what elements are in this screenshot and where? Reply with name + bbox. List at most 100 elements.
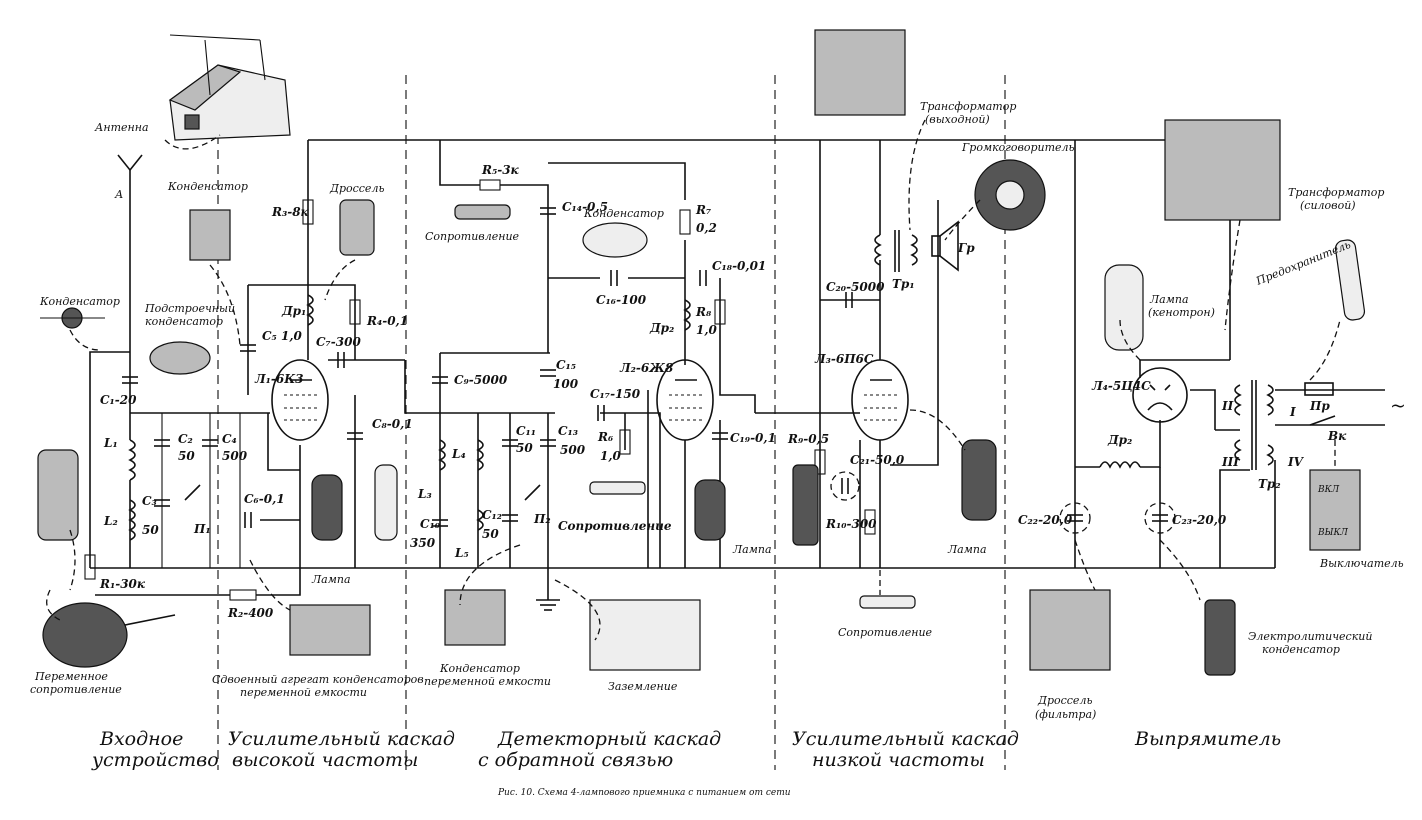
section-rf-2: высокой частоты [232, 749, 418, 771]
label-C14: C₁₄-0,5 [562, 200, 608, 214]
electrolytic-picture-2 [1204, 599, 1236, 676]
label-R5: R₅-3к [481, 163, 520, 177]
tube-V3 [851, 359, 909, 441]
label-R10: R₁₀-300 [825, 517, 877, 531]
label-C22: C₂₂-20,0 [1018, 513, 1073, 527]
tube-picture-2 [694, 479, 726, 541]
section-detector-1: Детекторный каскад [497, 728, 721, 750]
section-detector-2: с обратной связью [478, 749, 673, 771]
label-speaker: Громкоговоритель [961, 141, 1075, 154]
coil-picture [37, 449, 79, 541]
filter-choke-picture [1029, 589, 1111, 671]
tube-picture-1 [311, 474, 343, 541]
label-C16: C₁₆-100 [596, 293, 647, 307]
label-C4: C₄ [222, 432, 237, 446]
section-input-1: Входное [99, 728, 183, 750]
label-C15-value: 100 [553, 377, 579, 391]
label-C4-value: 500 [222, 449, 248, 463]
var-cap-picture [444, 589, 506, 646]
label-capacitor-3: Конденсатор [583, 207, 664, 220]
out-transformer-picture [814, 29, 906, 116]
label-trimmer-2: конденсатор [145, 315, 223, 328]
choke-Dr2-filter [1099, 461, 1141, 469]
label-winding-I: I [1289, 405, 1296, 419]
label-winding-IV: IV [1287, 455, 1305, 469]
label-P1: П₁ [193, 522, 211, 536]
capacitor-disc-picture [582, 222, 648, 258]
label-ac-mains: ~ [1390, 395, 1406, 417]
label-C3: C₃ [142, 494, 157, 508]
component-labels: C₁-20 C₂ 50 C₃ 50 C₄ 500 L₁ L₂ П₁ R₁-30к… [99, 163, 1406, 620]
label-C10: C₁₀ [420, 517, 441, 531]
var-resistor-picture [42, 602, 128, 668]
resistor-picture-1 [454, 204, 511, 220]
tube-V4 [1132, 367, 1188, 423]
section-titles: Входное устройство Усилительный каскад в… [91, 728, 1281, 771]
label-R8: R₈ [695, 305, 712, 319]
figure-caption: Рис. 10. Схема 4-лампового приемника с п… [497, 788, 791, 798]
electrolytic-picture-1 [792, 464, 819, 546]
kenotron-picture [1104, 264, 1144, 351]
section-rectifier: Выпрямитель [1134, 728, 1281, 750]
label-lamp-2: Лампа [732, 543, 772, 556]
switch-symbol [1309, 415, 1336, 426]
label-var-resistor-2: сопротивление [30, 683, 122, 696]
resistor-picture-2 [589, 481, 646, 495]
label-lamp-1: Лампа [311, 573, 351, 586]
label-power-transformer-1: Трансформатор [1288, 186, 1384, 199]
fuse-picture [1334, 239, 1366, 321]
label-C21: C₂₁-50,0 [850, 453, 905, 467]
label-R9: R₉-0,5 [787, 432, 829, 446]
tube-picture-3 [961, 439, 997, 521]
label-C17: C₁₇-150 [590, 387, 641, 401]
label-L5: L₅ [454, 546, 469, 560]
label-L3: L₃ [417, 487, 432, 501]
label-V3: Л₃-6П6С [814, 352, 874, 366]
coil-L2 [128, 499, 136, 541]
pointer-arrows [46, 119, 1341, 641]
label-C2-value: 50 [178, 449, 195, 463]
label-Dr1: Др₁ [281, 304, 306, 318]
label-Gr: Гр [957, 241, 975, 255]
label-antenna: Антенна [94, 121, 149, 134]
label-C18: C₁₈-0,01 [712, 259, 766, 273]
house-illustration [168, 34, 291, 141]
label-P2: П₂ [533, 512, 551, 526]
label-R7-value: 0,2 [696, 221, 717, 235]
label-dual-cap-1: Сдвоенный агрегат конденсаторов [212, 673, 424, 686]
resistor-symbols [84, 179, 876, 601]
label-R6-value: 1,0 [600, 449, 622, 463]
label-C9: C₉-5000 [454, 373, 508, 387]
trimmer-capacitor-picture [149, 341, 211, 375]
label-C7: C₇-300 [316, 335, 361, 349]
label-C19: C₁₉-0,1 [730, 431, 776, 445]
label-kenotron-1: Лампа [1149, 293, 1189, 306]
label-R6: R₆ [597, 430, 613, 444]
section-rf-1: Усилительный каскад [228, 728, 455, 750]
tube-V1 [271, 359, 329, 441]
label-C13-value: 500 [560, 443, 586, 457]
label-filter-choke-1: Дроссель [1037, 694, 1092, 707]
fuse-symbol [1304, 382, 1334, 396]
label-winding-III: III [1221, 455, 1239, 469]
illustrations [37, 29, 1366, 676]
label-C11-value: 50 [516, 441, 533, 455]
label-lamp-3: Лампа [947, 543, 987, 556]
label-C3-value: 50 [142, 523, 159, 537]
label-C12: C₁₂ [482, 508, 502, 522]
label-electrolytic-1: Электролитический [1248, 630, 1372, 643]
label-C8: C₈-0,1 [372, 417, 413, 431]
label-R1: R₁-30к [99, 577, 146, 591]
section-input-2: устройство [91, 749, 219, 771]
transformer-Tr1 [874, 220, 959, 272]
coil-L5 [476, 509, 484, 531]
ground-house-picture [589, 599, 701, 671]
label-switch: Выключатель [1319, 557, 1404, 570]
label-capacitor-2: Конденсатор [39, 295, 120, 308]
coil-L3 [438, 439, 446, 471]
label-R3: R₃-8к [271, 205, 310, 219]
label-power-transformer-2: (силовой) [1300, 199, 1356, 212]
schematic-symbols [84, 179, 1385, 611]
switch-picture [1309, 469, 1361, 551]
